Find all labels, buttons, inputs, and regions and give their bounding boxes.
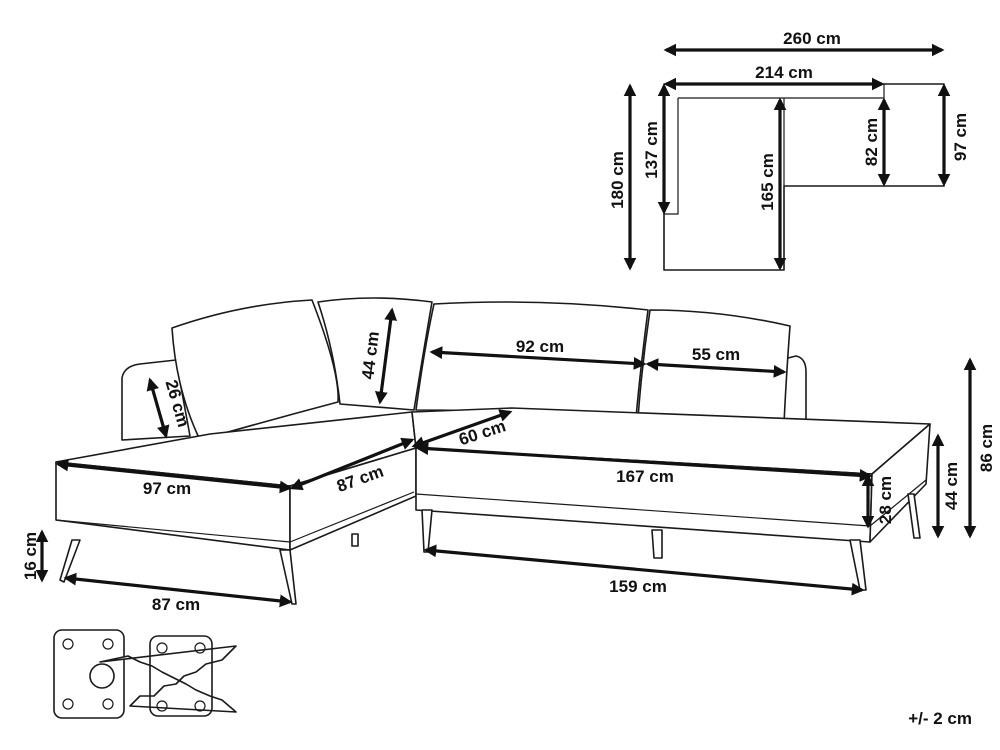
mounting-plate — [53, 629, 125, 719]
main-base-line-2 — [869, 479, 927, 527]
leg-front-left — [59, 539, 81, 583]
connector-bracket-detail — [53, 629, 237, 719]
dim-line-cushion-thickness — [146, 377, 170, 439]
plan-view: 260 cm 214 cm 180 cm 137 cm 165 cm 82 cm… — [608, 29, 970, 271]
dim-line-chaise-seat-width — [55, 458, 293, 494]
screw-icon — [102, 698, 114, 710]
label-cushion-width-small: 55 cm — [692, 345, 740, 364]
label-inner-depth: 165 cm — [758, 153, 777, 211]
connector-pin — [89, 663, 115, 689]
dim-line-cushion-width-large — [429, 346, 647, 370]
dim-line-chaise-seat-depth — [289, 437, 415, 491]
leg-main-left — [421, 509, 433, 553]
label-chaise-inner-depth: 137 cm — [642, 121, 661, 179]
screw-icon — [194, 700, 206, 712]
label-leg-span-chaise: 87 cm — [152, 595, 200, 614]
dim-line-main-seat-width — [415, 442, 873, 482]
label-leg-span-main: 159 cm — [609, 577, 667, 596]
back-cushion-3 — [415, 301, 649, 419]
zigzag-clamp — [99, 645, 237, 713]
screw-icon — [102, 638, 114, 650]
tolerance-note: +/- 2 cm — [908, 709, 972, 728]
dim-line-leg-span-chaise — [63, 572, 293, 608]
screw-icon — [194, 642, 206, 654]
label-main-seat-width: 167 cm — [616, 467, 674, 486]
chaise-base-line — [55, 519, 291, 543]
leg-front-mid — [279, 549, 297, 605]
leg-main-back — [907, 493, 921, 539]
back-cushion-1 — [171, 299, 339, 441]
label-inner-width: 214 cm — [755, 63, 813, 82]
dim-line-cushion-width-small — [645, 358, 787, 378]
screw-icon — [156, 642, 168, 654]
label-seat-depth-right: 82 cm — [862, 118, 881, 166]
plan-outline — [663, 83, 945, 271]
label-cushion-width-large: 92 cm — [516, 337, 564, 356]
label-total-height: 86 cm — [977, 424, 996, 472]
label-seat-height: 44 cm — [942, 462, 961, 510]
leg-back-chaise — [351, 533, 359, 547]
label-total-depth: 180 cm — [608, 151, 627, 209]
label-leg-height: 16 cm — [21, 532, 40, 580]
dim-line-seat-depth — [411, 409, 513, 449]
label-total-width: 260 cm — [783, 29, 841, 48]
leg-main-right — [849, 539, 867, 591]
chaise-base-line-2 — [289, 491, 415, 543]
leg-main-mid — [651, 529, 663, 559]
screw-icon — [62, 698, 74, 710]
dim-line-leg-span-main — [423, 544, 865, 596]
label-depth-right: 97 cm — [951, 113, 970, 161]
sofa-perspective: 44 cm 26 cm 92 cm 55 cm 60 cm 97 cm 87 c… — [21, 297, 996, 614]
label-frame-height: 28 cm — [876, 476, 895, 524]
clamp-plate — [149, 635, 213, 717]
screw-icon — [156, 700, 168, 712]
screw-icon — [62, 638, 74, 650]
main-base-line — [415, 493, 871, 527]
label-chaise-seat-width: 97 cm — [143, 479, 191, 498]
dim-line-cushion-height — [374, 307, 398, 405]
